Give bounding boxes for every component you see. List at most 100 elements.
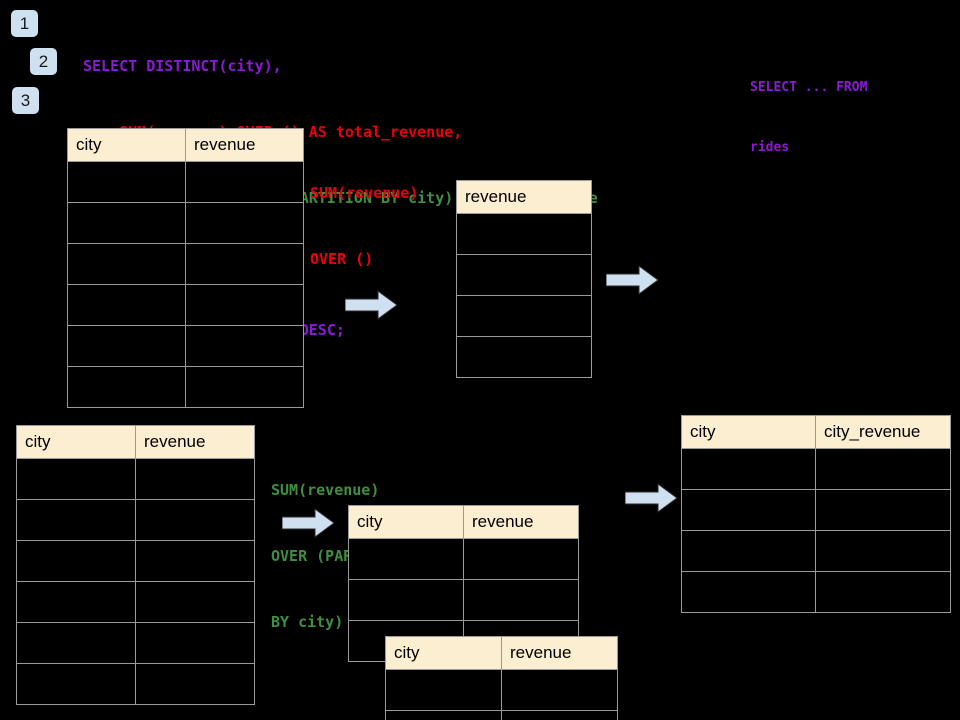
cell-revenue [135,581,255,623]
cell-city [16,663,136,705]
cell-city [67,243,186,285]
table-header-row: city revenue [385,636,618,670]
cell-city [348,579,464,621]
annotation-over-partition-line-3: BY city) [271,613,344,631]
cell-revenue [185,366,304,408]
cell-city [385,710,502,720]
table-header-row: city revenue [16,425,255,459]
table-row [456,213,592,255]
cell-revenue [135,540,255,582]
column-header-revenue: revenue [185,128,304,162]
cell-city [16,540,136,582]
cell-city [67,161,186,203]
column-header-revenue: revenue [135,425,255,459]
cell-revenue [185,243,304,285]
cell-city [67,202,186,244]
cell-city [385,669,502,711]
cell-revenue [456,295,592,337]
column-header-city: city [16,425,136,459]
table-row [681,571,951,613]
rides-source-table-bottom: city revenue [16,425,255,705]
cell-revenue [501,710,618,720]
arrow-total-revenue-to-result [606,265,659,295]
cell-revenue [463,579,579,621]
column-header-city-revenue: city_revenue [815,415,951,449]
cell-revenue [185,161,304,203]
cell-revenue [463,538,579,580]
result-table: city city_revenue [681,415,951,613]
cell-city [67,325,186,367]
table-row [67,284,304,326]
cell-city [681,530,816,572]
table-row [681,448,951,490]
annotation-over-empty: SUM(revenue) OVER () [310,138,418,314]
column-header-revenue: revenue [463,505,579,539]
table-row [16,622,255,664]
table-row [385,710,618,720]
cell-revenue [456,254,592,296]
cell-revenue [185,325,304,367]
step-badge-1[interactable]: 1 [11,10,38,37]
table-row [348,579,579,621]
arrow-rides-to-total-revenue [345,290,398,320]
cell-city [67,366,186,408]
table-row [681,489,951,531]
table-row [67,366,304,408]
cell-city [681,448,816,490]
table-header-row: city revenue [348,505,579,539]
table-row [16,499,255,541]
cell-city [681,489,816,531]
cell-revenue [135,663,255,705]
column-header-city: city [385,636,502,670]
cell-revenue [185,284,304,326]
table-row [67,325,304,367]
column-header-revenue: revenue [456,180,592,214]
cell-revenue [501,669,618,711]
cell-city-revenue [815,571,951,613]
arrow-partition-to-result [625,483,678,513]
table-row [348,538,579,580]
step-badge-3[interactable]: 3 [12,87,39,114]
rides-source-table-top: city revenue [67,128,304,408]
table-row [67,161,304,203]
cell-city-revenue [815,489,951,531]
side-note-line-2: rides [750,140,790,155]
annotation-over-empty-line-1: SUM(revenue) [310,184,419,202]
cell-city-revenue [815,448,951,490]
cell-city [16,499,136,541]
annotation-over-empty-line-2: OVER () [310,250,374,268]
step-badge-2[interactable]: 2 [30,48,57,75]
column-header-revenue: revenue [501,636,618,670]
table-row [681,530,951,572]
table-row [67,202,304,244]
table-header-row: city city_revenue [681,415,951,449]
side-note-line-1: SELECT ... FROM [750,80,868,95]
table-row [385,669,618,711]
table-row [456,295,592,337]
table-header-row: revenue [456,180,592,214]
cell-revenue [185,202,304,244]
cell-city-revenue [815,530,951,572]
cell-revenue [135,499,255,541]
table-row [16,581,255,623]
cell-revenue [456,213,592,255]
side-note-select-from: SELECT ... FROM rides [750,38,867,198]
cell-city [16,581,136,623]
partition-group-table-front: city revenue [385,636,618,720]
table-header-row: city revenue [67,128,304,162]
cell-city [681,571,816,613]
table-row [16,458,255,500]
cell-revenue [135,622,255,664]
table-row [16,540,255,582]
cell-revenue [135,458,255,500]
cell-city [348,538,464,580]
table-row [16,663,255,705]
arrow-rides-to-partition [282,508,335,538]
cell-city [67,284,186,326]
column-header-city: city [681,415,816,449]
column-header-city: city [348,505,464,539]
column-header-city: city [67,128,186,162]
table-row [456,336,592,378]
cell-revenue [456,336,592,378]
